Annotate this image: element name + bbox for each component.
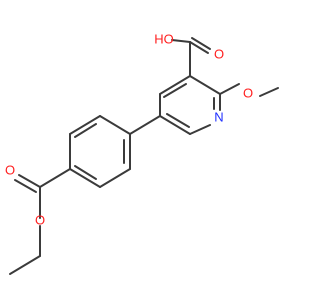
bond-group — [9, 37, 279, 275]
bond-ring-inner-3 — [166, 113, 190, 128]
methoxy-oxygen-label: O — [243, 85, 253, 100]
bond-carboxyl-c-oh — [171, 39, 191, 43]
ester-oxygen-label: O — [35, 212, 45, 227]
bond-benzene-2 — [69, 115, 101, 135]
bond-benzene-inner-3 — [74, 165, 97, 180]
hydroxyl-label: HO — [154, 31, 174, 46]
bond-ring-4 — [159, 115, 191, 135]
bond-benzene-to-ester-carbon — [39, 168, 71, 188]
bond-ring-3 — [189, 124, 211, 135]
molecule-diagram-canvas: HO O O N O O — [4, 31, 279, 275]
bond-carboxyl-c-o-double-b — [191, 37, 211, 50]
bond-methoxy-to-methyl — [259, 87, 279, 97]
bond-ring-1 — [189, 75, 221, 95]
ring-nitrogen-label: N — [214, 109, 223, 124]
bond-ethyl — [9, 255, 41, 275]
bond-benzene-5 — [99, 168, 131, 188]
bond-biaryl — [129, 115, 161, 135]
ester-carbonyl-oxygen-label: O — [5, 162, 15, 177]
bond-ring-6 — [159, 75, 191, 95]
bond-ring-to-methoxy — [219, 83, 240, 95]
bond-carboxyl-c-o-double-a — [189, 41, 209, 54]
bond-ring-inner-1 — [163, 83, 187, 98]
bond-benzene-1 — [99, 115, 131, 135]
molecule-structure: HO O O N O O — [5, 31, 279, 275]
carbonyl-oxygen-label: O — [214, 46, 224, 61]
bond-ester-carbonyl-b — [18, 174, 41, 188]
bond-ester-carbonyl-c — [14, 179, 37, 193]
bond-benzene-inner-2 — [74, 123, 97, 138]
bond-benzene-4 — [69, 168, 101, 188]
atom-label-group: HO O O N O O — [5, 31, 253, 227]
